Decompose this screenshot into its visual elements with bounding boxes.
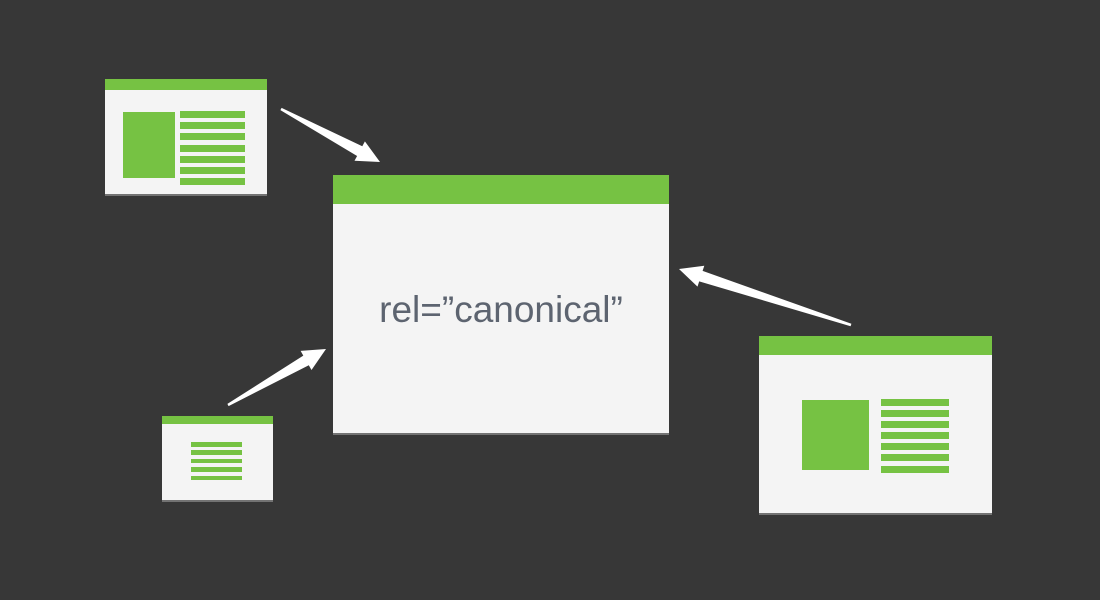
rel-canonical-label: rel=”canonical” bbox=[379, 288, 623, 330]
text-line bbox=[191, 467, 242, 472]
text-line bbox=[180, 133, 245, 141]
text-placeholder-lines bbox=[881, 399, 949, 477]
text-line bbox=[881, 454, 949, 462]
text-placeholder-lines bbox=[180, 111, 245, 189]
text-line bbox=[191, 442, 242, 447]
duplicate-page-window-bottom-left bbox=[162, 416, 273, 500]
text-line bbox=[881, 443, 949, 451]
arrow-duplicate-top-left-to-canonical bbox=[280, 107, 380, 162]
window-body: rel=”canonical” bbox=[333, 204, 669, 433]
canonical-page-window: rel=”canonical” bbox=[333, 175, 669, 433]
text-placeholder-lines bbox=[191, 442, 242, 484]
text-line bbox=[180, 144, 245, 152]
text-line bbox=[881, 399, 949, 406]
arrow-duplicate-bottom-right-to-canonical bbox=[679, 265, 852, 327]
image-placeholder bbox=[802, 400, 869, 470]
image-placeholder bbox=[123, 112, 175, 178]
window-titlebar bbox=[759, 336, 992, 355]
window-titlebar bbox=[162, 416, 273, 424]
text-line bbox=[881, 432, 949, 440]
window-titlebar bbox=[333, 175, 669, 204]
window-titlebar bbox=[105, 79, 267, 90]
text-line bbox=[191, 475, 242, 481]
text-line bbox=[180, 166, 245, 174]
text-line bbox=[180, 155, 245, 163]
text-line bbox=[881, 421, 949, 429]
text-line bbox=[180, 122, 245, 130]
text-line bbox=[881, 410, 949, 418]
text-line bbox=[180, 111, 245, 118]
text-line bbox=[191, 450, 242, 455]
text-line bbox=[180, 178, 245, 186]
text-line bbox=[191, 458, 242, 464]
text-line bbox=[881, 465, 949, 473]
arrow-duplicate-bottom-left-to-canonical bbox=[227, 349, 326, 407]
duplicate-page-window-bottom-right bbox=[759, 336, 992, 513]
duplicate-page-window-top-left bbox=[105, 79, 267, 194]
